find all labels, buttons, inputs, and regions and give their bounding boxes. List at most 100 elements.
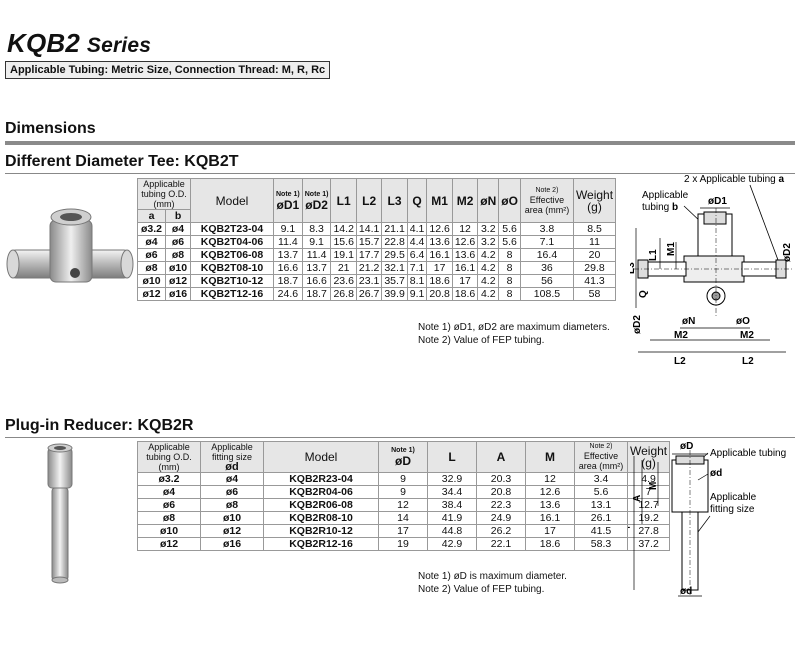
tee-cell: KQB2T23-04 — [190, 222, 274, 236]
tee-cell: 18.7 — [273, 274, 303, 288]
reducer-cell: 9 — [378, 472, 428, 486]
reducer-col-m: M — [525, 441, 575, 473]
tee-cell: 13.7 — [273, 248, 303, 262]
reducer-cell: 5.6 — [574, 485, 628, 499]
tee-cell: 12 — [451, 222, 479, 236]
reducer-cell: ø4 — [200, 472, 264, 486]
reducer-note-1: Note 1) øD is maximum diameter. — [418, 571, 567, 582]
tee-col-tubing: Applicable tubing O.D. (mm) — [137, 178, 191, 210]
reducer-col-d: Note 1)øD — [378, 441, 428, 473]
tee-cell: 29.5 — [381, 248, 408, 262]
reducer-cell: 13.6 — [525, 498, 575, 512]
reducer-cell: 27.8 — [626, 524, 671, 538]
tee-cell: 16.1 — [451, 261, 479, 275]
tee-diag-d2-right: øD2 — [782, 243, 793, 262]
reducer-cell: 26.2 — [476, 524, 526, 538]
tee-cell: 3.8 — [519, 222, 574, 236]
tee-cell: KQB2T08-10 — [190, 261, 274, 275]
tee-cell: 24.6 — [273, 287, 303, 301]
tee-diag-label-tubing-b1: Applicable — [642, 190, 689, 201]
tee-cell: ø4 — [136, 235, 167, 249]
tee-col-weight: Weight (g) — [572, 178, 617, 223]
tee-cell: 16.4 — [519, 248, 574, 262]
tee-cell: 8.3 — [301, 222, 332, 236]
tee-section-title: Different Diameter Tee: KQB2T — [5, 153, 239, 170]
tee-cell: 8.1 — [406, 274, 428, 288]
tee-diag-m1: M1 — [666, 242, 677, 256]
tee-cell: ø6 — [165, 235, 191, 249]
tee-cell: ø10 — [165, 261, 191, 275]
tee-cell: 108.5 — [519, 287, 574, 301]
reducer-cell: 41.9 — [427, 511, 477, 525]
tee-cell: 4.4 — [406, 235, 428, 249]
reducer-cell: 58.3 — [574, 537, 628, 551]
tee-diag-l2-left: L2 — [674, 356, 686, 367]
tee-section-rule — [5, 173, 795, 174]
tee-note-2: Note 2) Value of FEP tubing. — [418, 335, 545, 346]
reducer-cell: 42.9 — [427, 537, 477, 551]
reducer-cell: 32.9 — [427, 472, 477, 486]
tee-cell: 14.2 — [330, 222, 357, 236]
tee-col-l3: L3 — [381, 178, 408, 223]
tee-col-l1: L1 — [330, 178, 357, 223]
tee-col-m2: M2 — [451, 178, 479, 223]
tee-cell: 39.9 — [381, 287, 408, 301]
tee-cell: 5.6 — [498, 222, 521, 236]
tee-product-photo — [6, 208, 134, 283]
tee-table: Applicable tubing O.D. (mm) Model Note 1… — [136, 178, 617, 301]
tee-cell: 16.1 — [426, 248, 453, 262]
reducer-cell: ø12 — [137, 537, 201, 551]
tee-cell: 9.1 — [301, 235, 332, 249]
tee-note-1: Note 1) øD1, øD2 are maximum diameters. — [418, 322, 610, 333]
reducer-col-weight: Weight (g) — [626, 441, 671, 473]
tee-cell: 23.1 — [355, 274, 383, 288]
tee-cell: 4.2 — [477, 287, 500, 301]
tee-cell: 29.8 — [572, 261, 617, 275]
tee-cell: ø4 — [165, 222, 191, 236]
tee-cell: 23.6 — [330, 274, 357, 288]
reducer-cell: 16.1 — [525, 511, 575, 525]
reducer-diag-applicable-tubing: Applicable tubing — [710, 448, 786, 459]
tee-cell: 19.1 — [330, 248, 357, 262]
tee-cell: 4.1 — [406, 222, 428, 236]
tee-cell: 20.8 — [426, 287, 453, 301]
tee-cell: ø12 — [136, 287, 167, 301]
reducer-diag-fitting-1: Applicable — [710, 492, 757, 503]
reducer-notes: Note 1) øD is maximum diameter. Note 2) … — [418, 570, 567, 596]
tee-cell: 18.6 — [451, 287, 479, 301]
tee-cell: KQB2T10-12 — [190, 274, 274, 288]
tee-cell: 9.1 — [273, 222, 303, 236]
tee-diag-o: øO — [736, 316, 750, 327]
reducer-cell: KQB2R12-16 — [263, 537, 379, 551]
tee-cell: 18.7 — [301, 287, 332, 301]
reducer-cell: KQB2R10-12 — [263, 524, 379, 538]
tee-cell: 35.7 — [381, 274, 408, 288]
tee-cell: 16.6 — [273, 261, 303, 275]
tee-diag-label-tubing-b2: tubing b — [642, 202, 678, 213]
reducer-col-area: Note 2)Effective area (mm²) — [574, 441, 628, 473]
reducer-cell: KQB2R06-08 — [263, 498, 379, 512]
series-code: KQB2 — [7, 28, 81, 58]
tee-cell: 11 — [572, 235, 617, 249]
reducer-col-a: A — [476, 441, 526, 473]
tee-cell: 8.5 — [572, 222, 617, 236]
tee-col-a: a — [136, 209, 167, 223]
reducer-col-model: Model — [263, 441, 379, 473]
dimensions-rule — [5, 141, 795, 145]
reducer-col-tubing: Applicable tubing O.D. (mm) — [137, 441, 201, 473]
tee-cell: 12.6 — [426, 222, 453, 236]
tee-cell: 15.6 — [330, 235, 357, 249]
tee-col-q: Q — [406, 178, 428, 223]
tee-cell: 36 — [519, 261, 574, 275]
tee-cell: 32.1 — [381, 261, 408, 275]
tee-diag-d1: øD1 — [708, 196, 727, 207]
reducer-diag-d-bottom: ød — [680, 586, 692, 597]
tee-cell: 3.2 — [477, 235, 500, 249]
